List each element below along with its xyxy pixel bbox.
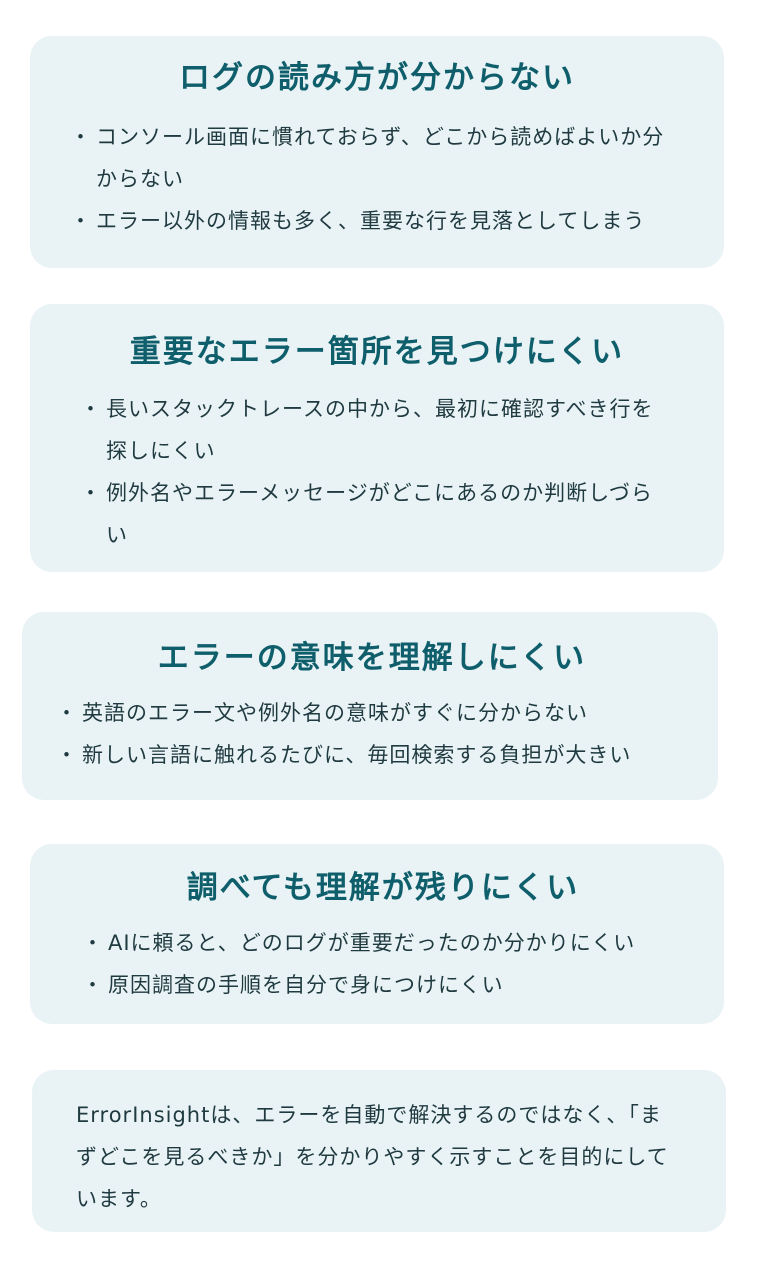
list-item-text: エラー以外の情報も多く、重要な行を見落としてしまう: [96, 209, 646, 233]
card-item-list: ・ コンソール画面に慣れておらず、どこから読めばよいか分からない ・ エラー以外…: [70, 116, 684, 242]
card-title: エラーの意味を理解しにくい: [157, 640, 587, 676]
bullet-mark: ・: [82, 973, 104, 997]
bullet-mark: ・: [80, 481, 102, 505]
card-title: ログの読み方が分からない: [179, 60, 575, 96]
problem-card-error-location: 重要なエラー箇所を見つけにくい ・ 長いスタックトレースの中から、最初に確認すべ…: [30, 304, 724, 572]
list-item: ・ コンソール画面に慣れておらず、どこから読めばよいか分からない: [70, 116, 684, 200]
bullet-mark: ・: [56, 743, 78, 767]
problem-card-retention: 調べても理解が残りにくい ・ AIに頼ると、どのログが重要だったのか分かりにくい…: [30, 844, 724, 1024]
card-item-list: ・ 長いスタックトレースの中から、最初に確認すべき行を探しにくい ・ 例外名やエ…: [80, 388, 674, 556]
list-item: ・ 英語のエラー文や例外名の意味がすぐに分からない: [56, 692, 688, 734]
list-item-text: AIに頼ると、どのログが重要だったのか分かりにくい: [108, 931, 636, 955]
list-item-text: コンソール画面に慣れておらず、どこから読めばよいか分からない: [96, 125, 665, 191]
list-item-text: 原因調査の手順を自分で身につけにくい: [108, 973, 504, 997]
list-item: ・ AIに頼ると、どのログが重要だったのか分かりにくい: [82, 922, 684, 964]
bullet-mark: ・: [82, 931, 104, 955]
problem-card-log-reading: ログの読み方が分からない ・ コンソール画面に慣れておらず、どこから読めばよいか…: [30, 36, 724, 268]
summary-card: ErrorInsightは、エラーを自動で解決するのではなく、「まずどこを見るべ…: [32, 1070, 726, 1232]
card-title: 重要なエラー箇所を見つけにくい: [129, 334, 625, 370]
card-item-list: ・ AIに頼ると、どのログが重要だったのか分かりにくい ・ 原因調査の手順を自分…: [82, 922, 684, 1006]
problem-card-error-meaning: エラーの意味を理解しにくい ・ 英語のエラー文や例外名の意味がすぐに分からない …: [22, 612, 718, 800]
bullet-mark: ・: [56, 701, 78, 725]
list-item-text: 新しい言語に触れるたびに、毎回検索する負担が大きい: [82, 743, 632, 767]
list-item: ・ 新しい言語に触れるたびに、毎回検索する負担が大きい: [56, 734, 688, 776]
card-title: 調べても理解が残りにくい: [186, 870, 580, 906]
list-item: ・ 長いスタックトレースの中から、最初に確認すべき行を探しにくい: [80, 388, 674, 472]
summary-text: ErrorInsightは、エラーを自動で解決するのではなく、「まずどこを見るべ…: [76, 1103, 669, 1211]
list-item: ・ 原因調査の手順を自分で身につけにくい: [82, 964, 684, 1006]
list-item-text: 例外名やエラーメッセージがどこにあるのか判断しづらい: [106, 481, 653, 547]
list-item: ・ 例外名やエラーメッセージがどこにあるのか判断しづらい: [80, 472, 674, 556]
list-item-text: 英語のエラー文や例外名の意味がすぐに分からない: [82, 701, 588, 725]
bullet-mark: ・: [70, 209, 92, 233]
card-item-list: ・ 英語のエラー文や例外名の意味がすぐに分からない ・ 新しい言語に触れるたびに…: [56, 692, 688, 776]
list-item-text: 長いスタックトレースの中から、最初に確認すべき行を探しにくい: [106, 397, 654, 463]
bullet-mark: ・: [70, 125, 92, 149]
bullet-mark: ・: [80, 397, 102, 421]
list-item: ・ エラー以外の情報も多く、重要な行を見落としてしまう: [70, 200, 684, 242]
